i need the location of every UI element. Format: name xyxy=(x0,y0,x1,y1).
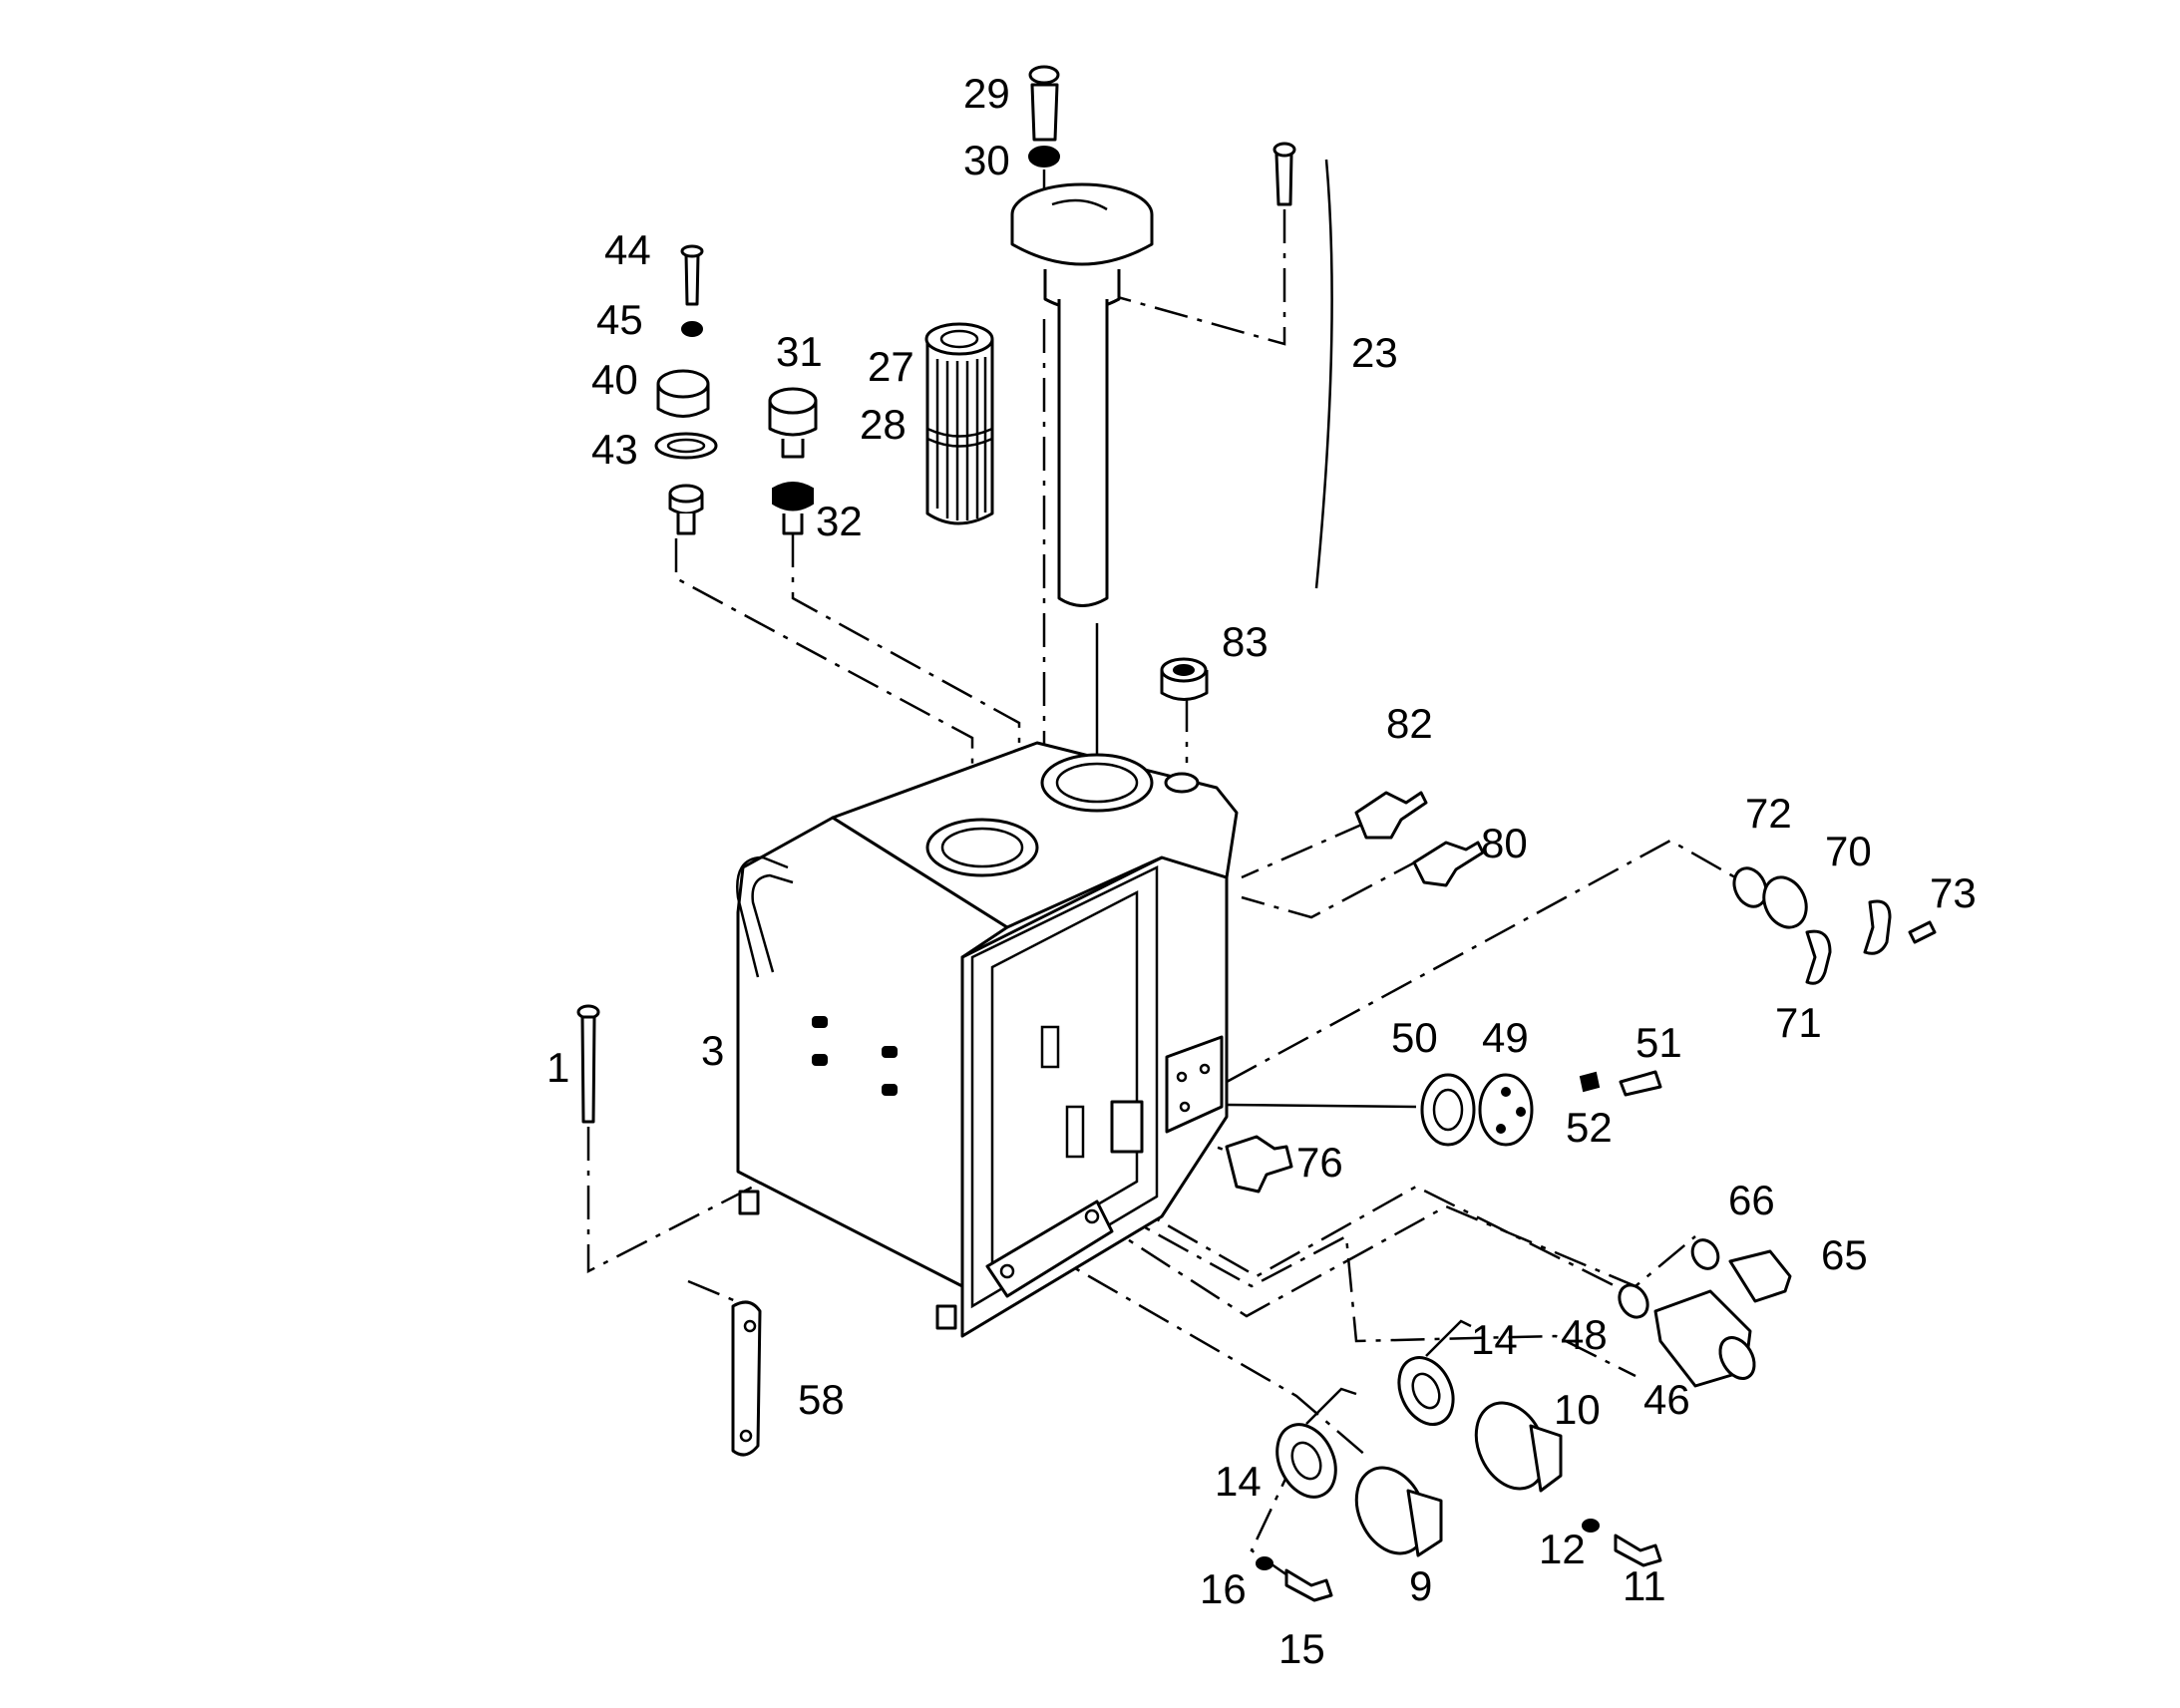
callout-80: 80 xyxy=(1481,820,1528,866)
flange-kit-70-73 xyxy=(1732,866,1937,985)
callout-12: 12 xyxy=(1539,1526,1586,1572)
coupling-kit-9-14 xyxy=(1256,1387,1443,1602)
callout-46: 46 xyxy=(1643,1376,1690,1423)
callout-23: 23 xyxy=(1351,329,1398,376)
callout-49: 49 xyxy=(1482,1014,1529,1061)
coupling-kit-10-14 xyxy=(1397,1319,1662,1567)
callout-14-upper: 14 xyxy=(1471,1316,1518,1363)
callout-29: 29 xyxy=(963,70,1010,117)
callout-76: 76 xyxy=(1296,1139,1343,1186)
return-filter-assembly xyxy=(1010,65,1333,607)
gauge-kit-49-52 xyxy=(1420,1070,1662,1147)
callout-72: 72 xyxy=(1745,790,1792,837)
callout-48: 48 xyxy=(1561,1311,1608,1358)
callout-71: 71 xyxy=(1775,999,1822,1046)
callout-83: 83 xyxy=(1222,618,1269,665)
callout-10: 10 xyxy=(1554,1386,1601,1433)
callout-32: 32 xyxy=(816,498,863,544)
callout-50: 50 xyxy=(1391,1014,1438,1061)
breather-assembly xyxy=(654,244,718,535)
hydraulic-tank xyxy=(736,741,1239,1338)
callout-82: 82 xyxy=(1386,700,1433,747)
callout-40: 40 xyxy=(591,356,638,403)
leader-lines xyxy=(586,170,1736,1597)
sensor-kit-46-66 xyxy=(1618,1238,1792,1388)
callout-16: 16 xyxy=(1200,1565,1247,1612)
fitting-76 xyxy=(1225,1135,1293,1194)
callout-15: 15 xyxy=(1278,1625,1325,1672)
callout-3: 3 xyxy=(701,1027,724,1074)
callout-9: 9 xyxy=(1409,1562,1432,1609)
callout-1: 1 xyxy=(546,1044,569,1091)
callout-66: 66 xyxy=(1728,1177,1775,1223)
callout-11: 11 xyxy=(1623,1562,1666,1609)
callout-labels: 1 3 9 10 11 12 14 14 15 16 23 27 28 29 3… xyxy=(546,70,1977,1672)
callout-44: 44 xyxy=(604,226,651,273)
callout-30: 30 xyxy=(963,137,1010,183)
callout-58: 58 xyxy=(798,1376,845,1423)
callout-70: 70 xyxy=(1825,828,1872,874)
fittings-82-80 xyxy=(1354,791,1485,887)
callout-73: 73 xyxy=(1930,869,1977,916)
callout-45: 45 xyxy=(596,296,643,343)
plug-83 xyxy=(1160,657,1209,701)
callout-52: 52 xyxy=(1566,1104,1613,1151)
bolt-1 xyxy=(576,1004,600,1124)
bracket-58 xyxy=(731,1300,762,1457)
callout-27: 27 xyxy=(868,343,914,390)
callout-28: 28 xyxy=(860,401,907,448)
callout-65: 65 xyxy=(1821,1231,1868,1278)
callout-31: 31 xyxy=(776,328,823,375)
filler-cap-assembly xyxy=(768,387,818,535)
callout-14-lower: 14 xyxy=(1215,1458,1262,1505)
callout-43: 43 xyxy=(591,426,638,473)
filter-element xyxy=(924,322,994,525)
callout-51: 51 xyxy=(1635,1019,1682,1066)
